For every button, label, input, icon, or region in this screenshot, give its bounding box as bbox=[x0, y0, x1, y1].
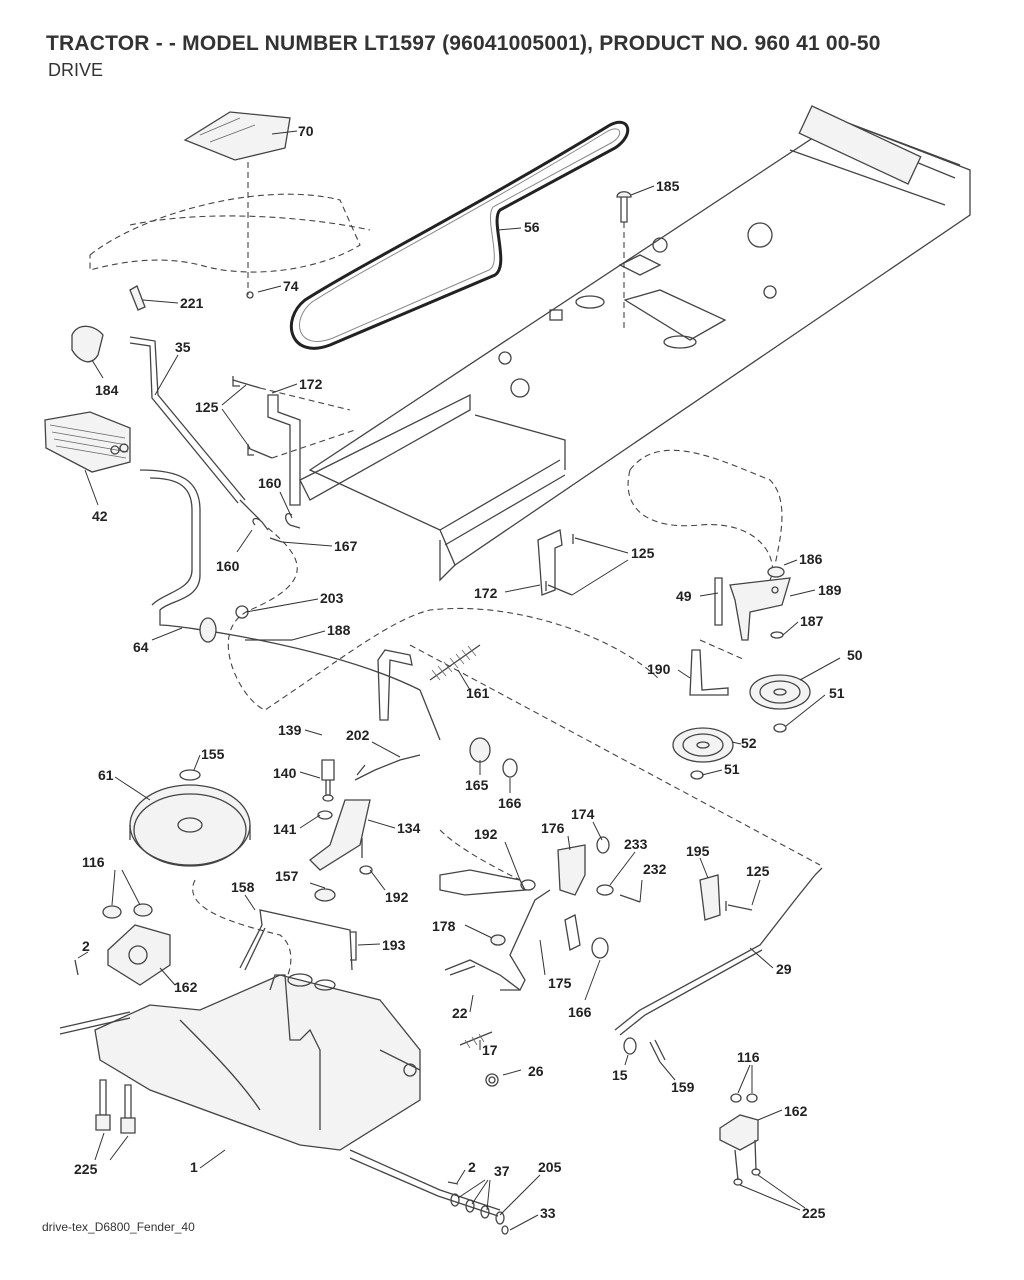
callout-29: 29 bbox=[776, 961, 792, 977]
callout-187: 187 bbox=[800, 613, 824, 629]
callout-70: 70 bbox=[298, 123, 314, 139]
callout-2-lower: 2 bbox=[468, 1159, 476, 1175]
clutch-bracket-176 bbox=[439, 836, 641, 903]
callout-26: 26 bbox=[528, 1063, 544, 1079]
idler-arm-assembly bbox=[672, 566, 811, 780]
callout-221: 221 bbox=[180, 295, 204, 311]
callout-165: 165 bbox=[465, 777, 489, 793]
bolts-225-left bbox=[95, 1079, 136, 1134]
callout-193: 193 bbox=[382, 937, 406, 953]
callout-188: 188 bbox=[327, 622, 351, 638]
callout-184: 184 bbox=[95, 382, 119, 398]
callout-186: 186 bbox=[799, 551, 823, 567]
callout-203: 203 bbox=[320, 590, 344, 606]
clips-and-washers bbox=[235, 513, 301, 641]
callout-175: 175 bbox=[548, 975, 572, 991]
callout-33: 33 bbox=[540, 1205, 556, 1221]
callout-141: 141 bbox=[273, 821, 297, 837]
callout-1: 1 bbox=[190, 1159, 198, 1175]
callout-74: 74 bbox=[283, 278, 299, 294]
callout-192-lower: 192 bbox=[385, 889, 409, 905]
spring-161 bbox=[377, 644, 481, 721]
callout-232: 232 bbox=[643, 861, 667, 877]
callout-205: 205 bbox=[538, 1159, 562, 1175]
fender-outline bbox=[89, 111, 371, 299]
callout-51-lower: 51 bbox=[724, 761, 740, 777]
callout-174: 174 bbox=[571, 806, 595, 822]
bracket-172-lower bbox=[537, 529, 601, 596]
callout-52: 52 bbox=[741, 735, 757, 751]
callout-125-right: 125 bbox=[746, 863, 770, 879]
callout-161: 161 bbox=[466, 685, 490, 701]
callout-162-right: 162 bbox=[784, 1103, 808, 1119]
callout-15: 15 bbox=[612, 1067, 628, 1083]
callout-157: 157 bbox=[275, 868, 299, 884]
callout-37: 37 bbox=[494, 1163, 510, 1179]
callout-116-right: 116 bbox=[737, 1049, 760, 1065]
washer-15-pin-159 bbox=[623, 1037, 666, 1063]
brake-pedal-linkage-22 bbox=[444, 889, 609, 991]
callout-159: 159 bbox=[671, 1079, 695, 1095]
axle-small-parts bbox=[447, 1181, 509, 1235]
callout-225-right: 225 bbox=[802, 1205, 826, 1221]
rod-158 bbox=[239, 909, 357, 971]
callout-172-upper: 172 bbox=[299, 376, 323, 392]
callout-160-upper: 160 bbox=[258, 475, 282, 491]
callout-195: 195 bbox=[686, 843, 710, 859]
callout-64: 64 bbox=[133, 639, 149, 655]
callout-166-upper: 166 bbox=[498, 795, 522, 811]
drawing-file-label: drive-tex_D6800_Fender_40 bbox=[42, 1220, 195, 1234]
callout-61: 61 bbox=[98, 767, 114, 783]
callout-140: 140 bbox=[273, 765, 297, 781]
carriage-bolt-185 bbox=[616, 191, 632, 332]
callout-176: 176 bbox=[541, 820, 565, 836]
callout-172-lower: 172 bbox=[474, 585, 498, 601]
tractor-frame bbox=[299, 105, 971, 582]
shift-lever-assembly bbox=[44, 285, 261, 521]
drive-belt bbox=[289, 120, 630, 350]
callout-202: 202 bbox=[346, 727, 370, 743]
transaxle-1 bbox=[59, 973, 501, 1217]
callout-numbers: 70 56 185 74 221 35 184 172 125 42 160 1… bbox=[74, 123, 863, 1221]
rod-29-and-bracket-195 bbox=[614, 867, 823, 1036]
callout-22: 22 bbox=[452, 1005, 468, 1021]
callout-139: 139 bbox=[278, 722, 302, 738]
callout-2-left: 2 bbox=[82, 938, 90, 954]
callout-167: 167 bbox=[334, 538, 358, 554]
callout-51-upper: 51 bbox=[829, 685, 845, 701]
callout-leader-lines bbox=[77, 130, 841, 1231]
callout-56: 56 bbox=[524, 219, 540, 235]
mount-bracket-162-right bbox=[719, 1093, 761, 1186]
callout-17: 17 bbox=[482, 1042, 498, 1058]
linkage-202-134 bbox=[309, 737, 518, 902]
callout-134: 134 bbox=[397, 820, 421, 836]
springs-17-26 bbox=[459, 1031, 499, 1087]
callout-35: 35 bbox=[175, 339, 191, 355]
callout-178: 178 bbox=[432, 918, 456, 934]
page-subtitle: DRIVE bbox=[48, 60, 104, 80]
callout-162-left: 162 bbox=[174, 979, 198, 995]
callout-155: 155 bbox=[201, 746, 225, 762]
page-title: TRACTOR - - MODEL NUMBER LT1597 (9604100… bbox=[46, 32, 881, 55]
callout-125-middle: 125 bbox=[631, 545, 655, 561]
callout-50: 50 bbox=[847, 647, 863, 663]
callout-160-lower: 160 bbox=[216, 558, 240, 574]
transmission-pulley-61 bbox=[129, 759, 335, 867]
callout-185: 185 bbox=[656, 178, 680, 194]
callout-190: 190 bbox=[647, 661, 671, 677]
callout-116-left: 116 bbox=[82, 854, 105, 870]
callout-125-upper: 125 bbox=[195, 399, 219, 415]
pedal-shaft-64 bbox=[139, 469, 441, 741]
callout-49: 49 bbox=[676, 588, 692, 604]
callout-166-lower: 166 bbox=[568, 1004, 592, 1020]
callout-42: 42 bbox=[92, 508, 108, 524]
callout-192-upper: 192 bbox=[474, 826, 498, 842]
callout-233: 233 bbox=[624, 836, 648, 852]
callout-189: 189 bbox=[818, 582, 842, 598]
callout-158: 158 bbox=[231, 879, 255, 895]
mount-bracket-162-left bbox=[74, 903, 171, 986]
callout-225-left: 225 bbox=[74, 1161, 98, 1177]
